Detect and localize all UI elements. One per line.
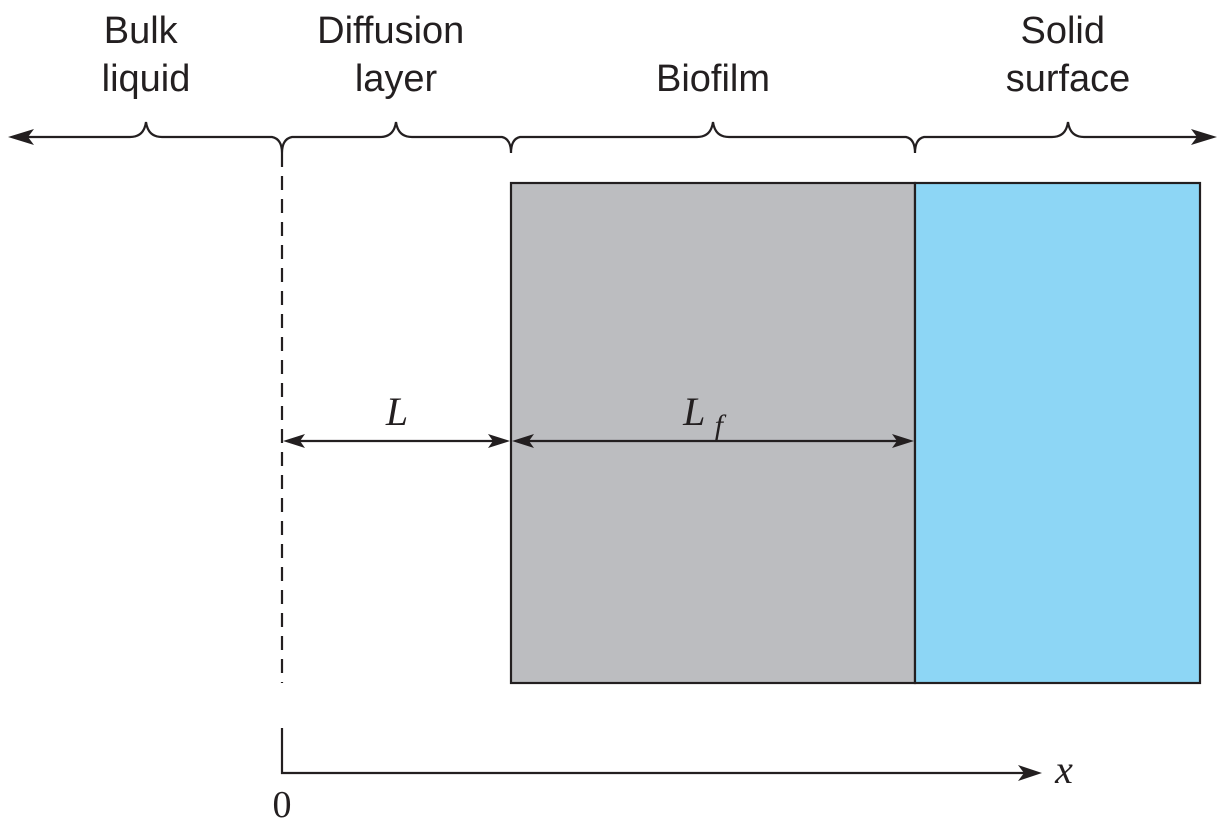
diffusion-left-arrowhead	[283, 434, 305, 448]
biofilm-line-1: Biofilm	[656, 58, 770, 100]
diffusion-thickness-label: L	[385, 389, 408, 434]
brace-path	[28, 121, 1198, 154]
bulk-liquid-line-2: liquid	[102, 58, 191, 100]
axis-variable-label: x	[1054, 747, 1073, 792]
solid-surface-line-1: Solid	[1020, 10, 1105, 52]
diffusion-right-arrowhead	[488, 434, 510, 448]
diffusion-layer-line-2: layer	[355, 58, 438, 100]
x-axis-arrowhead	[1018, 765, 1042, 781]
diffusion-layer-line-1: Diffusion	[317, 10, 464, 52]
left-arrowhead	[8, 129, 34, 145]
bulk-liquid-line-1: Bulk	[104, 10, 179, 52]
right-arrowhead	[1191, 129, 1217, 145]
bulk-liquid-label: Bulk liquid	[102, 10, 191, 100]
biofilm-block	[509, 181, 917, 685]
diffusion-thickness-symbol: L	[385, 389, 408, 434]
solid-surface-block	[913, 181, 1202, 685]
region-brace-line	[8, 121, 1217, 154]
biofilm-label: Biofilm	[656, 58, 770, 100]
diffusion-thickness-dimension	[283, 434, 510, 448]
biofilm-right-arrowhead	[892, 434, 914, 448]
axis-origin-label: 0	[273, 784, 292, 826]
x-axis: 0 x	[273, 728, 1073, 826]
biofilm-thickness-dimension	[512, 434, 914, 448]
region-labels: Bulk liquid Diffusion layer Biofilm Soli…	[102, 10, 1131, 100]
biofilm-thickness-symbol: L	[682, 389, 705, 434]
biofilm-left-arrowhead	[512, 434, 534, 448]
solid-surface-label: Solid surface	[1006, 10, 1131, 100]
solid-surface-line-2: surface	[1006, 58, 1131, 100]
diffusion-layer-label: Diffusion layer	[317, 10, 475, 100]
